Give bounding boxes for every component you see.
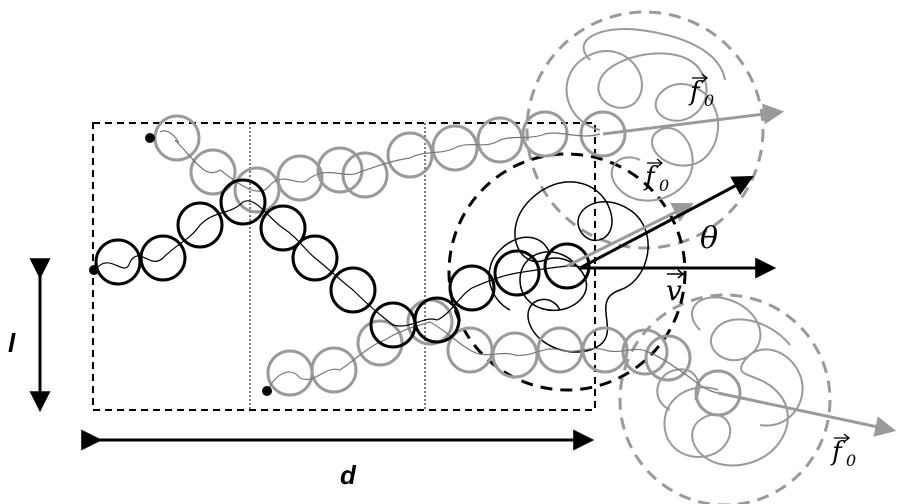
chain-end-dot-black bbox=[89, 265, 99, 275]
force-subscript-top: 0 bbox=[704, 91, 714, 110]
force-arrow-top bbox=[602, 103, 785, 136]
force-label-bottom: f bbox=[830, 437, 846, 467]
velocity-vector-arrowhead bbox=[677, 269, 685, 279]
angle-label: θ bbox=[700, 221, 718, 256]
force-label-bottom-group: f 0 bbox=[830, 433, 856, 470]
grey-coil-top bbox=[565, 28, 726, 202]
black-coil-region bbox=[447, 152, 687, 392]
width-label: d bbox=[340, 460, 357, 490]
grey-chain-bottom bbox=[266, 298, 742, 417]
force-label-top-group: f 0 bbox=[688, 73, 714, 110]
chain-end-dot-bottom bbox=[262, 386, 272, 396]
height-label: l bbox=[8, 328, 16, 358]
force-label-middle-group: f 0 bbox=[643, 158, 669, 195]
grey-chain-top bbox=[153, 110, 627, 214]
chain-end-dot-top bbox=[145, 133, 155, 143]
black-chain bbox=[94, 178, 591, 349]
velocity-label-group: v bbox=[666, 269, 685, 307]
force-subscript-middle: 0 bbox=[659, 176, 669, 195]
force-vector-arrowhead-middle bbox=[656, 158, 664, 168]
grey-coil-region-bottom bbox=[618, 293, 832, 504]
black-chain-strand bbox=[94, 200, 596, 327]
grey-coil-bottom bbox=[656, 296, 804, 467]
grey-chain-bottom-strand bbox=[267, 321, 719, 394]
force-subscript-bottom: 0 bbox=[846, 451, 856, 470]
velocity-label: v bbox=[666, 274, 682, 307]
force-vector-arrowhead-top bbox=[701, 73, 709, 83]
direction-arrow-angled bbox=[579, 176, 754, 270]
grey-chain-top-strand bbox=[159, 130, 601, 192]
grey-coil-region-top bbox=[525, 10, 765, 250]
force-arrow-bottom bbox=[717, 391, 897, 437]
force-arrow-middle bbox=[566, 203, 694, 268]
force-label-middle: f bbox=[643, 162, 659, 192]
black-coil bbox=[488, 181, 649, 353]
force-vector-arrowhead-bottom bbox=[843, 433, 851, 443]
